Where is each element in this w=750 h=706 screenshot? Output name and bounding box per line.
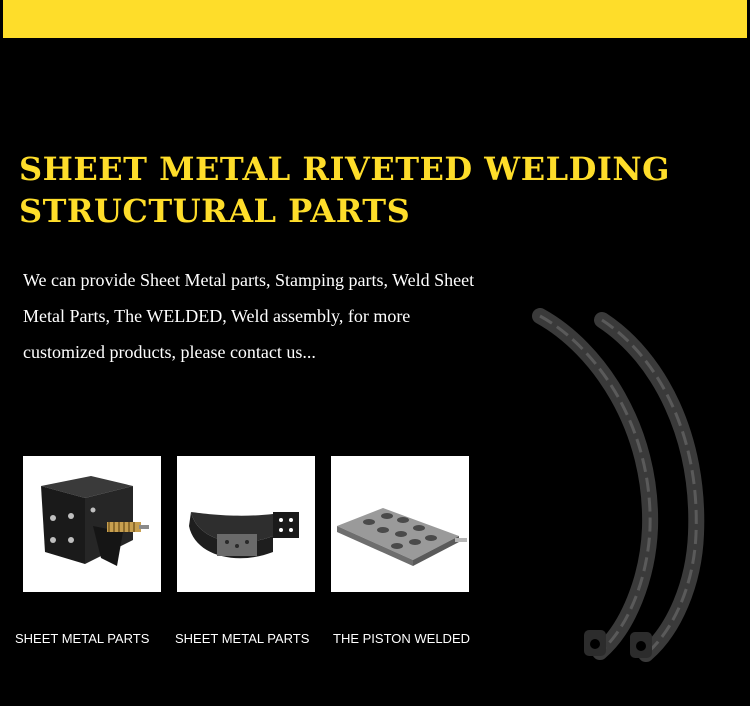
riveted-bracket-image — [41, 476, 149, 566]
product-image-metal-strap[interactable] — [177, 456, 315, 592]
product-caption-1[interactable]: SHEET METAL PARTS — [15, 631, 150, 646]
top-accent-bar — [3, 0, 747, 38]
intro-line-2: Metal Parts, The WELDED, Weld assembly, … — [23, 306, 411, 326]
product-image-piston-plate[interactable] — [331, 456, 469, 592]
intro-line-3: customized products, please contact us..… — [23, 342, 316, 362]
product-caption-3: THE PISTON WELDED — [333, 631, 471, 646]
product-caption-2[interactable]: SHEET METAL PARTS — [175, 631, 310, 646]
leaf-spring-left — [532, 308, 659, 660]
leaf-spring-image — [532, 308, 705, 662]
intro-line-1: We can provide Sheet Metal parts, Stampi… — [23, 270, 475, 290]
page-title: SHEET METAL RIVETED WELDING STRUCTURAL P… — [19, 148, 670, 232]
product-image-riveted-bracket[interactable] — [23, 456, 161, 592]
intro-paragraph: We can provide Sheet Metal parts, Stampi… — [23, 262, 563, 370]
title-line-1: SHEET METAL RIVETED WELDING — [19, 150, 670, 188]
leaf-spring-right — [594, 312, 705, 662]
title-line-2: STRUCTURAL PARTS — [19, 192, 411, 230]
metal-strap-image — [189, 512, 299, 559]
piston-plate-image — [337, 508, 467, 566]
